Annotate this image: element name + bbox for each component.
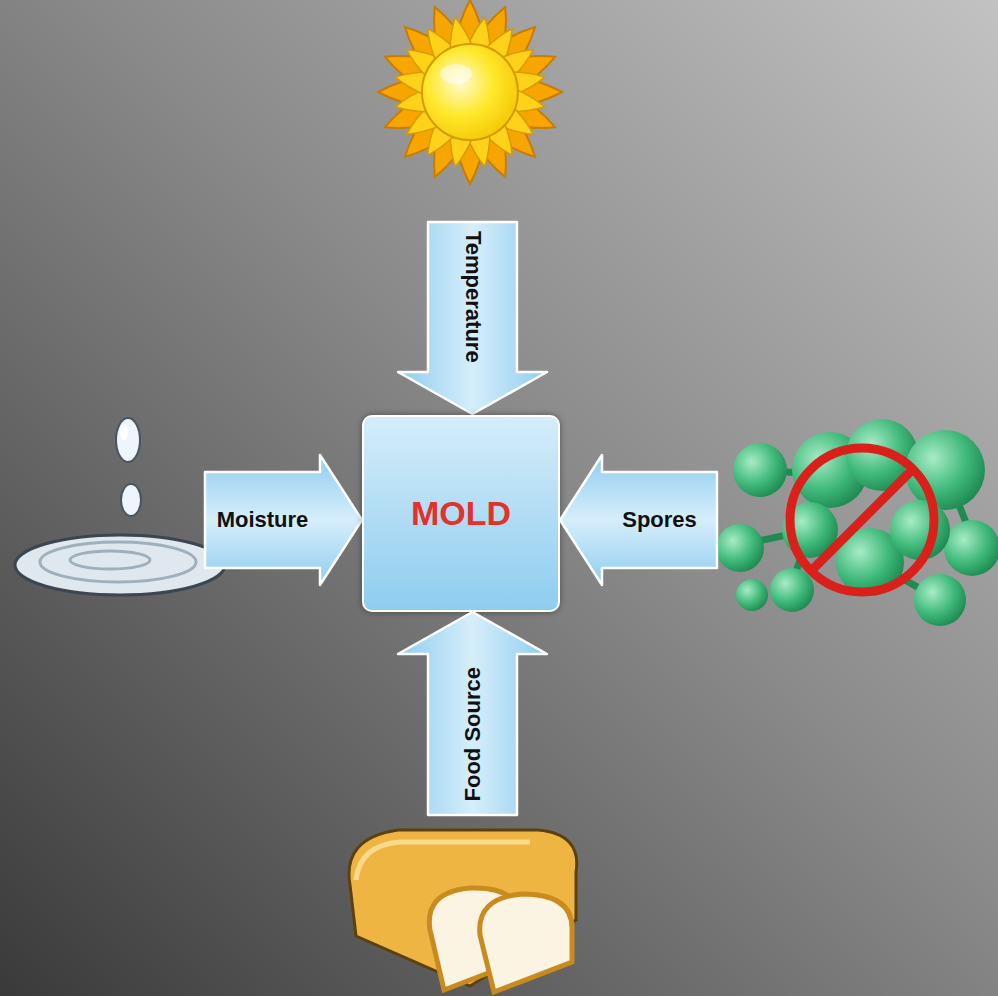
- arrow-label: Temperature: [460, 231, 486, 363]
- spores-illustration: [716, 419, 998, 626]
- food-source-arrow: Food Source: [398, 612, 547, 815]
- arrow-shaft: Moisture: [205, 472, 320, 568]
- mold-box: MOLD: [362, 415, 560, 612]
- arrow-shaft: Food Source: [428, 654, 517, 815]
- block-arrow-outline: [205, 455, 362, 585]
- block-arrow-outline: [398, 612, 547, 815]
- bread-illustration: [349, 830, 577, 992]
- sun-illustration: [378, 0, 562, 184]
- arrow-label: Food Source: [460, 667, 486, 801]
- arrow-shaft: Temperature: [428, 222, 517, 372]
- spores-arrow: Spores: [560, 455, 717, 585]
- temperature-arrow: Temperature: [398, 222, 547, 414]
- block-arrow-outline: [398, 222, 547, 414]
- arrow-label: Spores: [622, 507, 697, 533]
- block-arrow-outline: [560, 455, 717, 585]
- arrow-shaft: Spores: [602, 472, 717, 568]
- water-illustration: [15, 418, 225, 595]
- node-label: MOLD: [411, 494, 511, 533]
- moisture-arrow: Moisture: [205, 455, 362, 585]
- arrow-label: Moisture: [217, 507, 309, 533]
